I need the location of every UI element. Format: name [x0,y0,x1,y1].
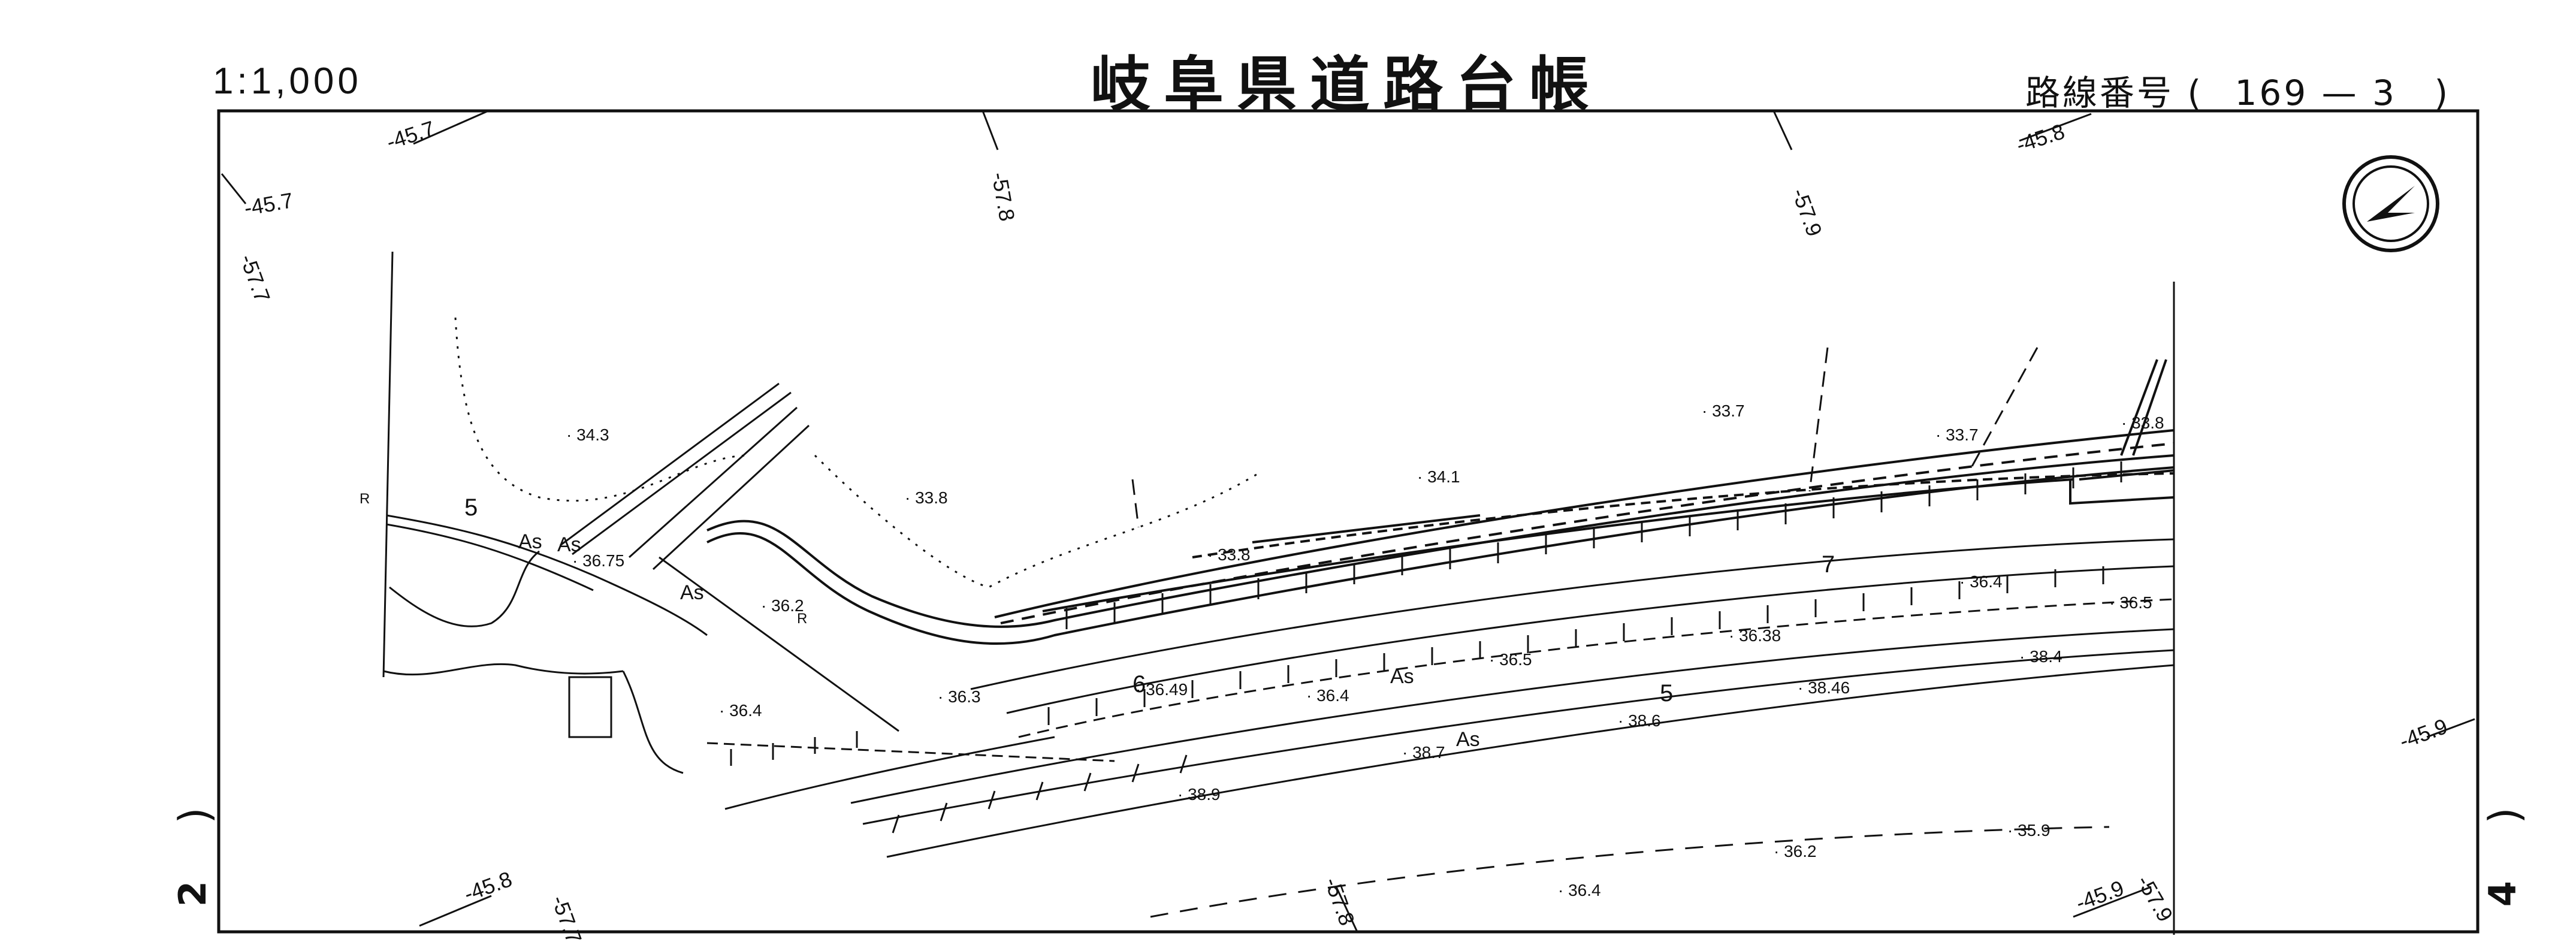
spot-elevation: · 33.8 [905,488,948,507]
surface-label: As [557,533,581,556]
spot-elevation: · 34.1 [1417,467,1460,486]
spot-elevation: · 33.8 [1207,545,1251,564]
lower-road [850,538,2175,858]
contour-label: -57.7 [235,251,275,306]
map-title: 岐阜県道路台帳 [1091,50,1602,120]
spot-elevation: · 36.4 [1558,881,1601,899]
grid-line [1772,110,1793,150]
road-number: 7 [1822,551,1835,578]
ramp-roads [383,382,1115,810]
spot-elevation: · 38.6 [1618,711,1661,730]
surface-label: As [680,581,704,604]
spot-elevation: · 36.5 [1489,650,1532,669]
spot-elevation: · 33.7 [1935,425,1979,444]
dotted-boundary [454,317,750,502]
contour-label: -45.8 [2013,119,2068,157]
map-frame [217,109,2480,934]
north-arrow-icon [2342,155,2439,252]
contour-label: -57.7 [546,892,587,942]
route-number: 169 — 3 [2234,73,2397,113]
surface-label: As [518,530,542,553]
spot-elevation: · 35.9 [2007,821,2050,840]
map-scale: 1:1,000 [213,61,362,102]
grid-line [413,110,489,145]
route-label: 路線番号 [2025,73,2175,113]
frontage-road [1042,469,2175,612]
spot-elevation: · 36.5 [2109,593,2152,612]
spot-elevation: · 36.49 [1136,680,1188,699]
surface-label: As [1456,728,1480,751]
road-number: 5 [464,494,478,521]
route-number-block: 路線番号 ( 169 — 3 ) [2025,65,2450,115]
reference-mark: R [360,491,370,507]
contour-label: -45.7 [242,188,295,221]
grid-line [2426,718,2475,738]
contour-label: -45.8 [461,866,515,907]
road-number: 6 [1133,671,1146,698]
contour-label: -57.9 [2132,871,2178,926]
spot-elevation: · 38.7 [1402,743,1445,762]
spot-elevation: · 36.2 [761,596,804,615]
surface-label: As [1390,665,1414,688]
grid-line [419,895,492,927]
grid-line [221,173,247,204]
spot-elevation: · 36.38 [1729,626,1781,645]
spot-elevation: · 36.4 [1306,686,1349,705]
map-labels: -45.7 -45.7 -57.7 -57.8 -57.9 -45.8 -45.9 -45.8… [235,116,2450,942]
spot-elevation: · 36.4 [1959,572,2003,591]
contour-label: -57.8 [1319,874,1360,929]
property-line [1131,347,2039,528]
spot-elevation: · 36.4 [719,701,762,720]
grid-line [2073,886,2152,918]
spot-elevation: · 38.4 [2019,647,2062,666]
reference-mark: R [797,611,807,627]
dashed-contour [1150,826,2110,918]
contour-label: -57.9 [1787,185,1827,240]
contour-label: -45.7 [383,116,438,154]
spot-elevation: · 36.2 [1774,842,1817,861]
contour-label: -45.9 [2396,714,2451,754]
road-number: 5 [1660,680,1673,707]
spot-elevation: · 38.9 [1177,785,1221,804]
spot-elevation: · 36.75 [572,551,624,570]
contour-label: -45.9 [2073,875,2127,916]
slope-hatching [730,461,2122,834]
grid-line [2019,113,2092,142]
spot-elevation: · 33.7 [1702,401,1745,420]
spot-elevation: · 38.46 [1798,678,1850,697]
route-paren-open: ( [2187,73,2204,113]
plot-boundary-left [382,251,394,678]
contour-label: -57.8 [987,170,1020,223]
grid-line [982,110,999,150]
spot-elevation: · 34.3 [566,425,609,444]
grid-line [1335,886,1358,932]
spot-elevation: · 33.8 [2121,413,2164,432]
route-paren-close: ) [2434,73,2451,113]
dotted-boundary [814,454,1259,588]
spot-elevation: · 36.3 [938,687,981,706]
